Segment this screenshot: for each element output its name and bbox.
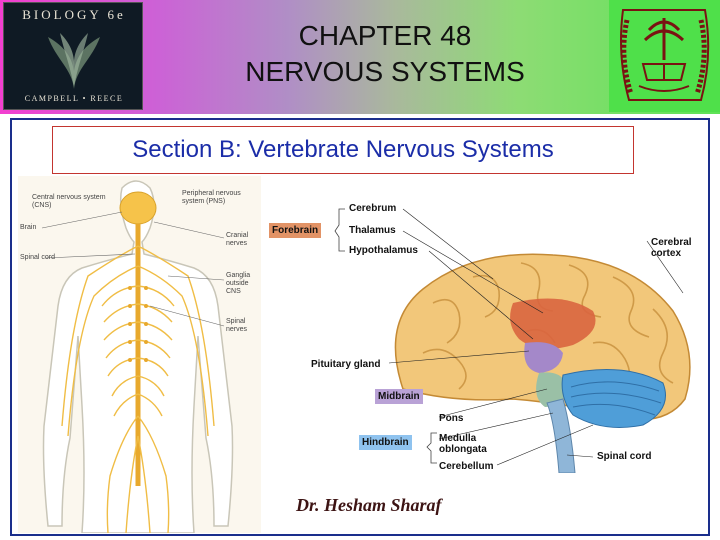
cranial-nerves-label: Cranial nerves	[226, 232, 260, 248]
brain-figure: Forebrain Midbrain Hindbrain Cerebrum Th…	[263, 193, 701, 473]
hypothalamus-label: Hypothalamus	[349, 245, 418, 256]
cerebral-cortex-label: Cerebral cortex	[651, 237, 699, 259]
section-title: Section B: Vertebrate Nervous Systems	[53, 127, 633, 173]
chapter-title: CHAPTER 48 NERVOUS SYSTEMS	[150, 18, 620, 90]
cerebellum-label: Cerebellum	[439, 461, 493, 472]
brain-illustration	[263, 193, 701, 473]
medulla-label: Medulla oblongata	[439, 433, 491, 455]
cerebrum-label: Cerebrum	[349, 203, 396, 214]
spinal-nerves-label: Spinal nerves	[226, 318, 260, 334]
ganglia-label: Ganglia outside CNS	[226, 272, 260, 296]
thalamus-label: Thalamus	[349, 225, 396, 236]
chapter-title-line1: CHAPTER 48	[150, 18, 620, 54]
pituitary-label: Pituitary gland	[311, 359, 380, 370]
nervous-system-figure: Central nervous system (CNS) Peripheral …	[18, 176, 261, 533]
spinal-cord-label: Spinal cord	[20, 254, 55, 262]
header-banner: BIOLOGY 6e CAMPBELL • REECE CHAPTER 48 N…	[0, 0, 720, 114]
chapter-title-line2: NERVOUS SYSTEMS	[150, 54, 620, 90]
hindbrain-tag: Hindbrain	[359, 435, 412, 450]
book-logo-authors: CAMPBELL • REECE	[4, 94, 144, 103]
biology-book-logo: BIOLOGY 6e CAMPBELL • REECE	[3, 2, 143, 110]
forebrain-tag: Forebrain	[269, 223, 321, 238]
pons-label: Pons	[439, 413, 463, 424]
section-title-box: Section B: Vertebrate Nervous Systems	[52, 126, 634, 174]
university-seal-logo	[609, 0, 720, 112]
book-logo-title: BIOLOGY 6e	[4, 7, 144, 23]
brain-label: Brain	[20, 224, 36, 232]
pns-label: Peripheral nervous system (PNS)	[182, 190, 260, 206]
leaf-icon	[42, 29, 106, 93]
human-nervous-system-illustration	[18, 176, 261, 533]
spinal-cord-brain-label: Spinal cord	[597, 451, 651, 462]
author-credit: Dr. Hesham Sharaf	[296, 495, 442, 516]
midbrain-tag: Midbrain	[375, 389, 423, 404]
cns-label: Central nervous system (CNS)	[32, 194, 112, 210]
